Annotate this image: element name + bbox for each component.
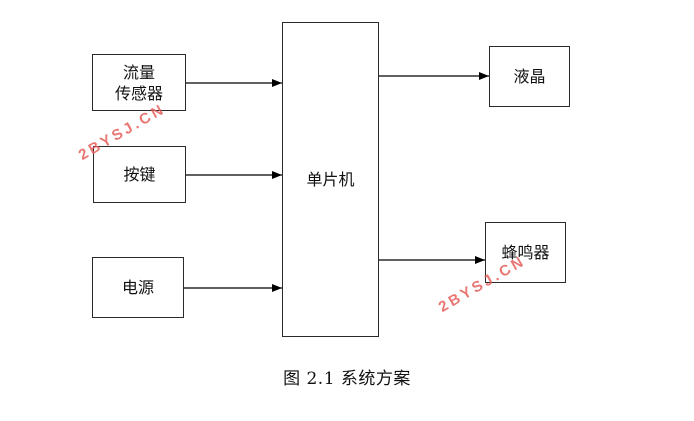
- flow-sensor-label: 流量 传感器: [114, 62, 163, 103]
- buzzer-block: 蜂鸣器: [485, 222, 566, 283]
- mcu-block: 单片机: [282, 22, 379, 337]
- mcu-label: 单片机: [306, 170, 355, 189]
- flow-sensor-block: 流量 传感器: [92, 54, 186, 111]
- lcd-label: 液晶: [513, 67, 546, 86]
- lcd-block: 液晶: [489, 46, 570, 107]
- buzzer-label: 蜂鸣器: [501, 243, 550, 262]
- keys-label: 按键: [123, 165, 156, 184]
- power-label: 电源: [121, 278, 154, 297]
- keys-block: 按键: [93, 146, 186, 203]
- power-block: 电源: [92, 257, 184, 318]
- figure-caption: 图 2.1 系统方案: [283, 369, 411, 389]
